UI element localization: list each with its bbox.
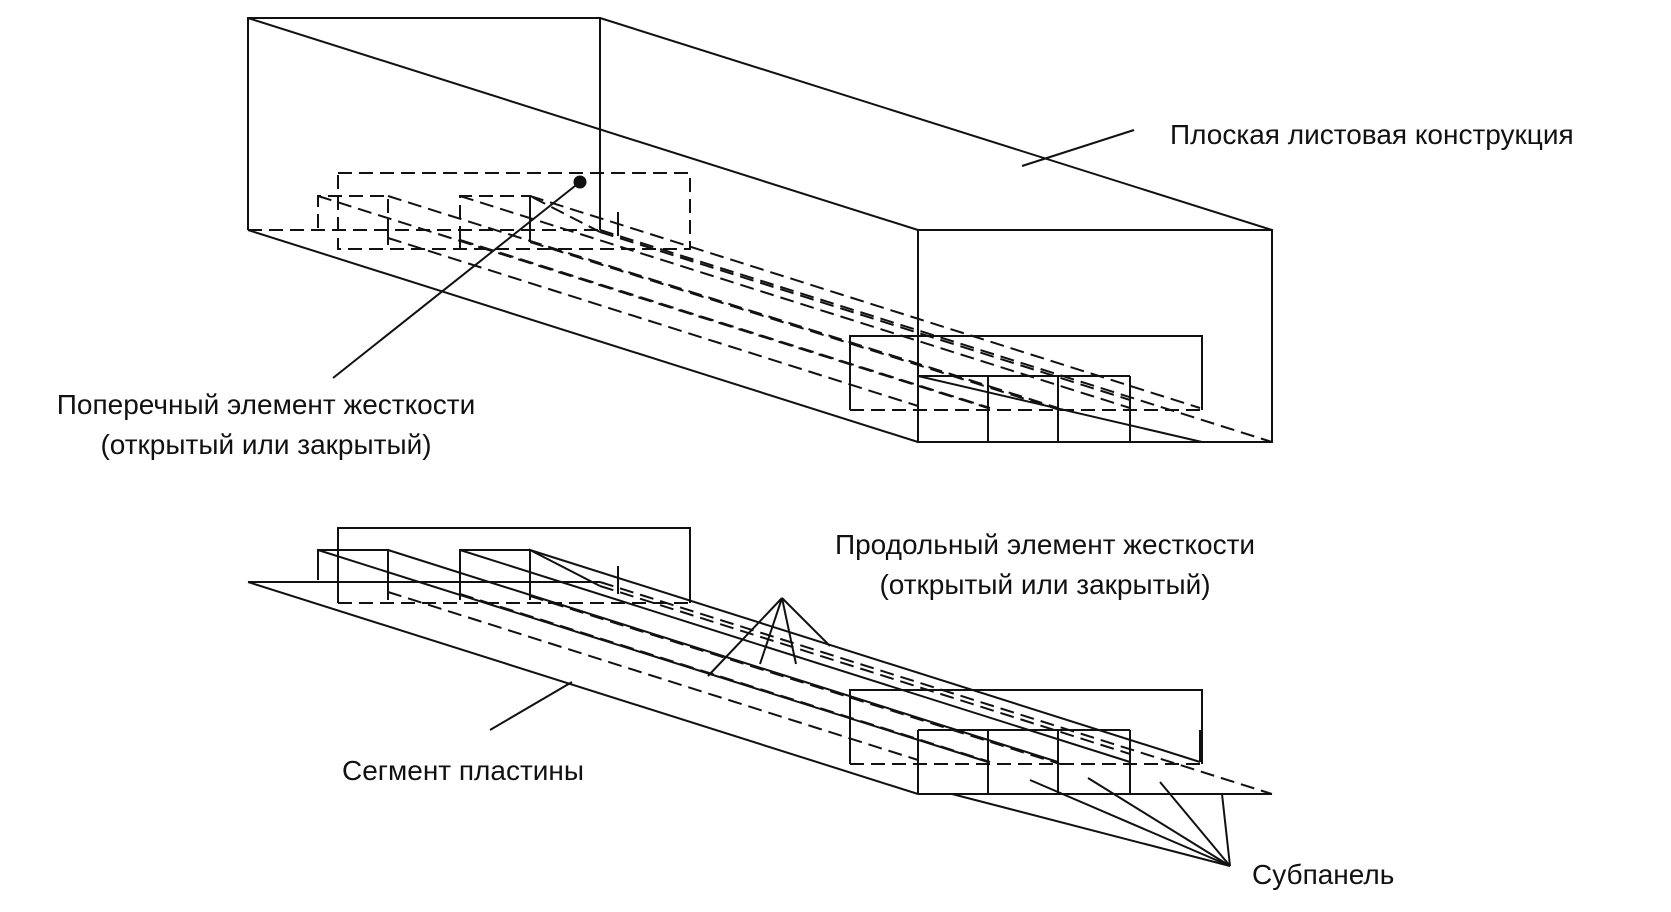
transverse-stiffener-label-line2: (открытый или закрытый) bbox=[100, 429, 432, 460]
longitudinal-stiffener-label-line1: Продольный элемент жесткости bbox=[834, 529, 1256, 560]
flat-panel-leader bbox=[1021, 129, 1135, 167]
lower-transverse-stiffener-back bbox=[337, 527, 691, 604]
transverse-stiffener-front bbox=[849, 335, 1203, 411]
longitudinal-leaders bbox=[707, 597, 831, 677]
plate-segment-leader bbox=[489, 681, 573, 731]
longitudinal-stiffener-label-line2: (открытый или закрытый) bbox=[879, 569, 1211, 600]
flat-panel-box bbox=[247, 17, 1273, 443]
plate-segment-label: Сегмент пластины bbox=[342, 755, 585, 786]
transverse-stiffener-back bbox=[337, 172, 691, 250]
transverse-leader bbox=[332, 175, 587, 379]
lower-transverse-stiffener-front bbox=[849, 689, 1203, 765]
transverse-stiffener-label: Поперечный элемент жесткости (открытый и… bbox=[22, 388, 510, 462]
plate-segment bbox=[247, 581, 1273, 795]
subpanel-leaders bbox=[951, 777, 1231, 867]
subpanel-label: Субпанель bbox=[1252, 859, 1395, 890]
transverse-stiffener-label-line1: Поперечный элемент жесткости bbox=[56, 389, 476, 420]
upper-longitudinal-stiffeners bbox=[317, 194, 1203, 443]
flat-panel-label: Плоская листовая конструкция bbox=[1170, 119, 1574, 150]
longitudinal-stiffener-label: Продольный элемент жесткости (открытый и… bbox=[800, 528, 1290, 602]
